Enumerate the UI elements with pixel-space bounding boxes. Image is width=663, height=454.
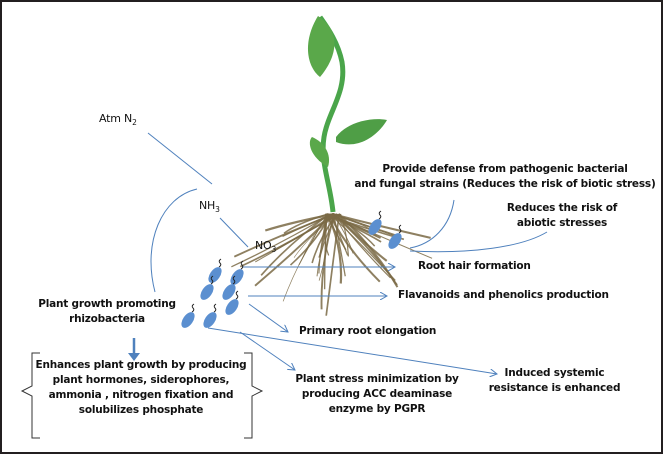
leaf-top (307, 16, 335, 77)
down-arrowhead (128, 353, 140, 361)
label-no3: NO3 (255, 239, 277, 255)
flagellum (210, 275, 214, 285)
root-strand (283, 213, 329, 234)
flagellum (240, 260, 244, 270)
bacterium (388, 233, 402, 249)
flagellum (232, 275, 236, 285)
root-strand (311, 213, 338, 264)
arrow-stress-min (239, 331, 295, 370)
arrow-isr (207, 327, 497, 374)
bacterium (225, 299, 239, 315)
curve-pgpr-to-nh3 (150, 188, 198, 293)
label-nh3: NH3 (199, 199, 220, 215)
bacterium (203, 312, 217, 328)
label-flavanoids: Flavanoids and phenolics production (398, 289, 609, 301)
root-strand (326, 213, 382, 239)
curve-defense (409, 199, 455, 249)
bacterium (230, 269, 244, 285)
arrow-primary-root (248, 303, 288, 332)
bacterium (222, 284, 236, 300)
flagellum (218, 258, 222, 268)
bacterium (200, 284, 214, 300)
line-n2-to-nh3 (147, 132, 213, 185)
root-strand (289, 213, 331, 266)
root-system (231, 212, 433, 316)
bacterium (208, 267, 222, 283)
root-strand (339, 213, 349, 257)
root-strand (260, 213, 330, 276)
root-strand (326, 213, 343, 284)
curve-abiotic (409, 231, 548, 253)
root-strand (255, 213, 339, 263)
bracket-left (20, 352, 40, 439)
bacterium (181, 312, 195, 328)
flagellum (213, 303, 217, 313)
label-atm-n2: Atm N2 (99, 112, 137, 128)
flagellum (235, 290, 239, 300)
leaf-left (309, 137, 330, 167)
leaf-right (336, 119, 387, 145)
label-defense: Provide defense from pathogenic bacteria… (354, 163, 656, 190)
bacterium (368, 219, 382, 235)
root-strand (325, 213, 341, 316)
flagellum (378, 210, 382, 220)
root-strand (325, 213, 347, 251)
root-strand (332, 213, 398, 286)
line-nh3-to-no3 (219, 217, 249, 248)
flagellum (191, 303, 195, 313)
bracket-right (244, 352, 264, 439)
label-root-hair: Root hair formation (418, 260, 531, 272)
root-strand (329, 213, 396, 281)
flagellum (398, 224, 402, 234)
label-primary-root: Primary root elongation (299, 325, 437, 337)
bacteria-cluster (181, 210, 402, 328)
